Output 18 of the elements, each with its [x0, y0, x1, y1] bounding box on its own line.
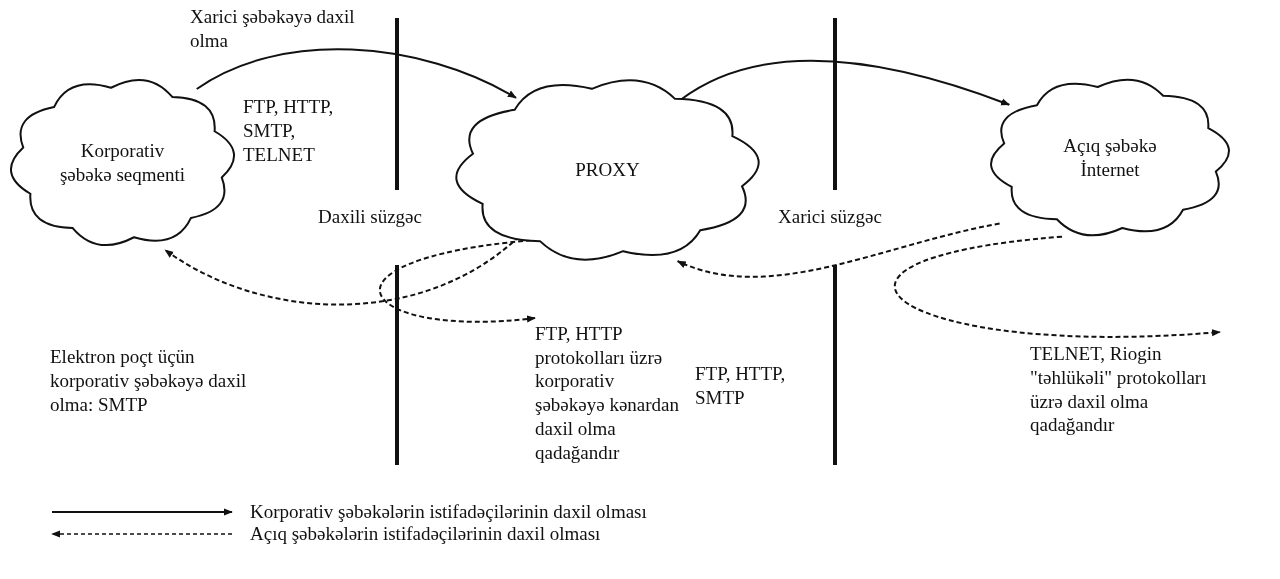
node-label: Korporativ şəbəkə seqmenti — [58, 138, 186, 187]
annotation-text: Xarici şəbəkəyə daxil olma — [190, 5, 356, 53]
annotation-text: FTP, HTTP, SMTP, TELNET — [243, 95, 335, 167]
dashed-arrow — [676, 222, 1001, 278]
annotation-text: Xarici süzgəc — [778, 205, 883, 229]
node-label: TELNET, Riogin "təhlükəli" protokolları üzrə daxil olma qadağandır — [1030, 342, 1208, 437]
legend-text: Korporativ şəbəkələrin istifadəçilərinin daxil olması — [250, 501, 647, 523]
annotation-text: Elektron poçt üçün korporativ şəbəkəyə daxil olma: SMTP — [50, 345, 248, 417]
node-label: PROXY — [575, 158, 640, 182]
annotation-text: Daxili süzgəc — [318, 205, 423, 229]
legend-text: Açıq şəbəkələrin istifadəçilərinin daxil olması — [250, 523, 601, 545]
node-label: Açıq şəbəkə İnternet — [1062, 133, 1158, 182]
node-label: FTP, HTTP protokolları üzrə korporativ şəbəkəyə kənardan daxil olma qadağandır — [535, 321, 680, 465]
dashed-arrow — [379, 239, 536, 323]
arrow — [679, 60, 1011, 106]
arrow — [195, 48, 517, 99]
annotation-text: FTP, HTTP, SMTP — [695, 362, 787, 410]
dashed-arrow — [894, 235, 1221, 338]
